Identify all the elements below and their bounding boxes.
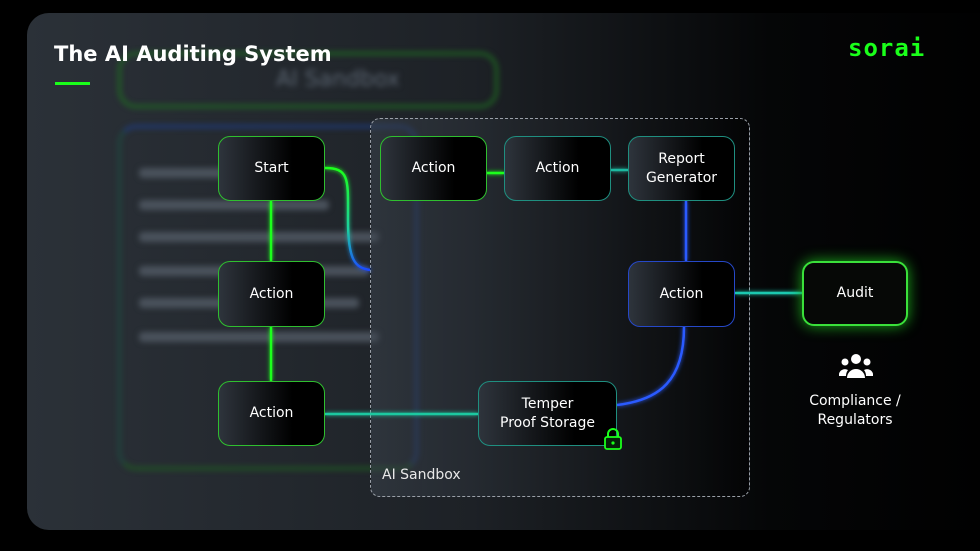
node-label: Start [254,160,289,176]
blurred-sandbox-pill: AI Sandbox [118,52,498,108]
node-action-left-1: Action [218,261,325,327]
node-action-right: Action [628,261,735,327]
title-underline [55,82,90,85]
edge-start-sandbox [324,166,371,272]
node-label: Action [249,285,294,302]
node-label: Action [411,160,456,176]
edge-action-storage [616,326,686,407]
page-title: The AI Auditing System [54,42,332,66]
node-action-top-2: Action [504,136,611,201]
label-line: Compliance / [809,393,901,409]
node-label: Generator [645,169,718,186]
sorai-logo: sorai [848,34,926,62]
node-label: Action [659,285,704,302]
lock-icon [604,428,622,450]
node-label: Action [249,405,294,421]
node-label: Report [658,150,705,167]
node-action-top-1: Action [380,136,487,201]
node-action-left-2: Action [218,381,325,446]
node-audit: Audit [802,261,908,326]
sandbox-label: AI Sandbox [382,467,461,483]
label-line: Regulators [817,412,893,428]
node-label: Action [535,160,580,176]
node-label: Temper [521,395,574,412]
people-icon [839,354,873,378]
node-start: Start [218,136,325,201]
compliance-regulators-label: Compliance / Regulators [790,392,920,430]
node-label: Proof Storage [500,414,595,431]
node-label: Audit [836,285,874,301]
